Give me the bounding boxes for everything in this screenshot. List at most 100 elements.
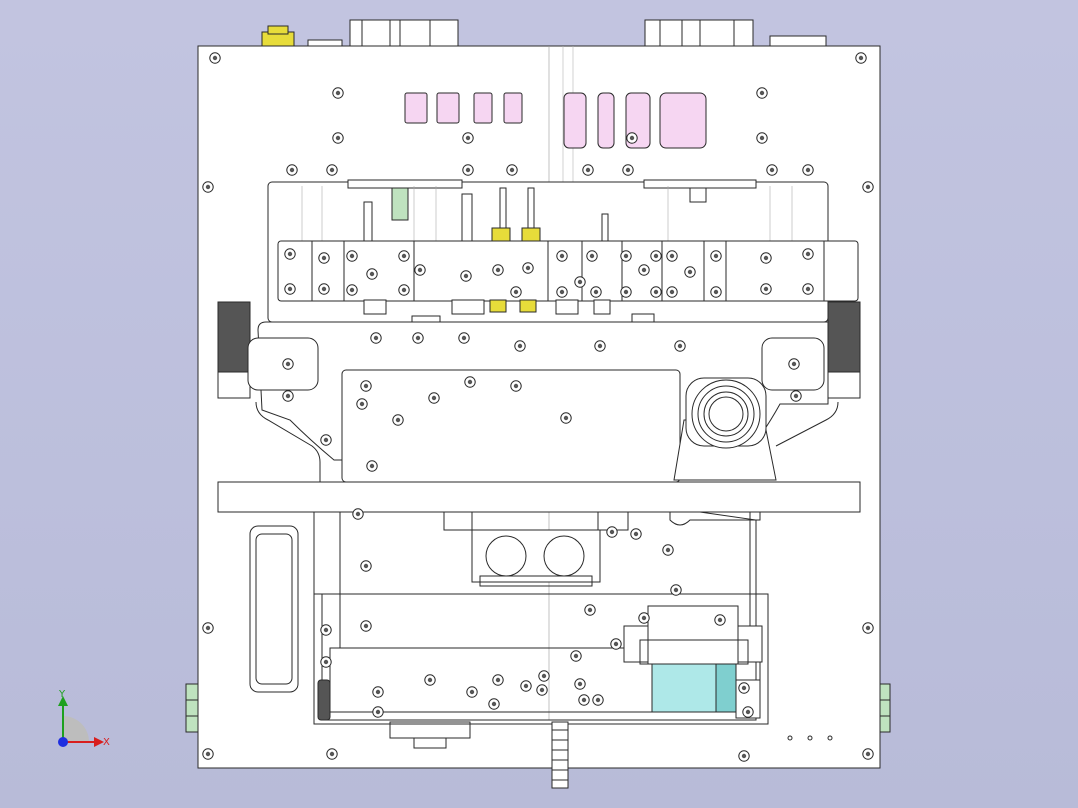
screw-head — [465, 167, 471, 173]
screw-head — [321, 286, 327, 292]
side-connectors — [185, 683, 891, 733]
screw-head — [653, 289, 659, 295]
screw-head — [401, 287, 407, 293]
screw-head — [469, 689, 475, 695]
screw-head — [865, 751, 871, 757]
pink-cutout — [659, 92, 707, 149]
screw-head — [589, 253, 595, 259]
brass-fitting — [491, 227, 511, 243]
screw-head — [335, 90, 341, 96]
screw-head — [595, 697, 601, 703]
screw-head — [687, 269, 693, 275]
screw-head — [431, 395, 437, 401]
side-bumpers — [217, 301, 861, 399]
screw-head — [417, 267, 423, 273]
screw-head — [563, 415, 569, 421]
screw-head — [287, 286, 293, 292]
motor-bracket — [647, 605, 739, 665]
screw-head — [321, 255, 327, 261]
screw-head — [363, 563, 369, 569]
screw-head — [763, 255, 769, 261]
screw-head — [289, 167, 295, 173]
screw-head — [323, 437, 329, 443]
screw-head — [363, 383, 369, 389]
screw-head — [539, 687, 545, 693]
screw-head — [205, 751, 211, 757]
brass-fitting — [489, 299, 507, 313]
screw-head — [375, 689, 381, 695]
screw-head — [495, 267, 501, 273]
screw-head — [355, 511, 361, 517]
screw-head — [359, 401, 365, 407]
screw-head — [759, 135, 765, 141]
pink-cutout — [597, 92, 615, 149]
screw-head — [427, 677, 433, 683]
screw-head — [585, 167, 591, 173]
pink-cutout — [503, 92, 523, 124]
screw-head — [513, 289, 519, 295]
screw-head — [369, 271, 375, 277]
screw-head — [491, 701, 497, 707]
screw-head — [287, 251, 293, 257]
screw-head — [629, 135, 635, 141]
screw-head — [349, 253, 355, 259]
screw-group — [202, 52, 874, 762]
screw-head — [559, 289, 565, 295]
screw-head — [741, 685, 747, 691]
pink-cutout — [563, 92, 587, 149]
screw-head — [329, 167, 335, 173]
screw-head — [653, 253, 659, 259]
screw-head — [593, 289, 599, 295]
screw-head — [597, 343, 603, 349]
screw-head — [517, 343, 523, 349]
screw-head — [717, 617, 723, 623]
side-connector-right — [879, 683, 891, 733]
screw-head — [541, 673, 547, 679]
brass-fitting — [519, 299, 537, 313]
screw-head — [509, 167, 515, 173]
screw-head — [791, 361, 797, 367]
green-valve — [391, 187, 409, 221]
screw-head — [641, 615, 647, 621]
screw-head — [677, 343, 683, 349]
screw-head — [625, 167, 631, 173]
bumper-right — [827, 301, 861, 373]
screw-head — [641, 267, 647, 273]
horizontal-rail — [217, 481, 861, 513]
screw-head — [769, 167, 775, 173]
screw-head — [495, 677, 501, 683]
screw-head — [713, 289, 719, 295]
screw-head — [523, 683, 529, 689]
screw-head — [369, 463, 375, 469]
pink-cutout — [436, 92, 460, 124]
screw-head — [577, 279, 583, 285]
brass-fitting — [521, 227, 541, 243]
pink-cutouts — [404, 92, 707, 149]
screw-head — [609, 529, 615, 535]
screw-head — [581, 697, 587, 703]
side-connector-left — [185, 683, 199, 733]
slot-left — [249, 525, 299, 693]
bottom-threaded-rod — [551, 721, 569, 789]
axis-y-arrow — [58, 696, 68, 706]
screw-head — [349, 287, 355, 293]
screw-head — [335, 135, 341, 141]
marker-dot — [787, 735, 793, 741]
screw-head — [375, 709, 381, 715]
screw-head — [415, 335, 421, 341]
screw-head — [467, 379, 473, 385]
screw-head — [323, 627, 329, 633]
screw-head — [212, 55, 218, 61]
screw-head — [633, 531, 639, 537]
top-connector-left — [349, 19, 459, 51]
screw-head — [805, 286, 811, 292]
screw-head — [669, 253, 675, 259]
axis-x-label: X — [103, 737, 110, 748]
screw-head — [577, 681, 583, 687]
screw-head — [513, 383, 519, 389]
screw-head — [461, 335, 467, 341]
bumper-left — [217, 301, 251, 373]
screw-head — [865, 625, 871, 631]
